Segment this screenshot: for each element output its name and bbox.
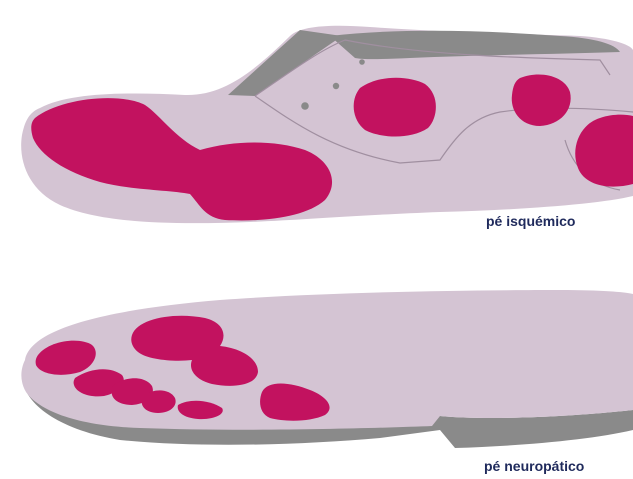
eyelet bbox=[301, 102, 309, 110]
neuropathic-insole-illustration bbox=[21, 290, 633, 448]
eyelet bbox=[359, 59, 365, 65]
ischemic-foot-label: pé isquémico bbox=[486, 214, 575, 228]
neuropathic-foot-label: pé neuropático bbox=[484, 459, 584, 473]
ischemic-shoe-illustration bbox=[21, 26, 633, 223]
eyelet bbox=[333, 83, 339, 89]
pressure-zone-instep bbox=[354, 78, 436, 137]
